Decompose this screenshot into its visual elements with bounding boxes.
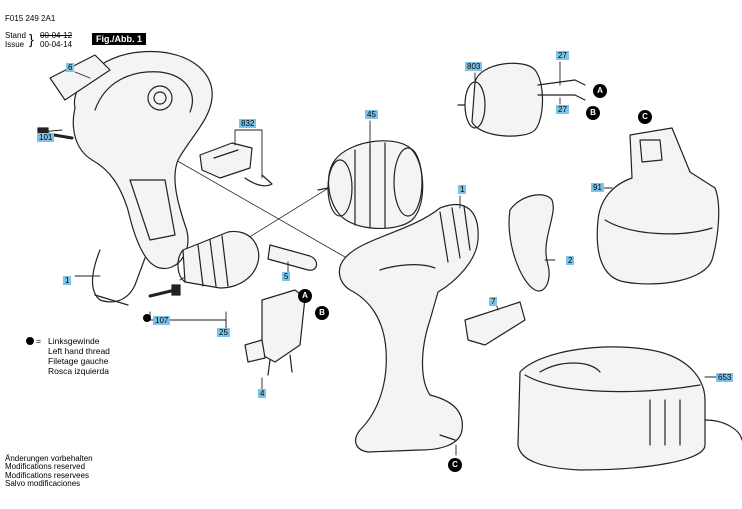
part-label-5: 5 bbox=[282, 272, 291, 281]
part-label-25: 25 bbox=[217, 328, 230, 337]
document-number: F015 249 2A1 bbox=[5, 14, 56, 23]
part-label-45: 45 bbox=[365, 110, 378, 119]
footer-line-fr: Modifications reservees bbox=[5, 470, 90, 480]
marker-a-switch: A bbox=[298, 289, 312, 303]
legend: = Linksgewinde Left hand thread Filetage… bbox=[26, 336, 110, 376]
part-label-1-right: 1 bbox=[458, 185, 467, 194]
part-label-27-bottom: 27 bbox=[556, 105, 569, 114]
gear-unit bbox=[317, 140, 424, 229]
new-date: 00-04-14 bbox=[40, 40, 73, 49]
legend-line-en: Left hand thread bbox=[48, 346, 110, 356]
left-thread-dot bbox=[143, 314, 151, 322]
part-label-1-left: 1 bbox=[63, 276, 72, 285]
footer-notes: Änderungen vorbehalten Modifications res… bbox=[5, 454, 93, 489]
marker-b-motor: B bbox=[586, 106, 600, 120]
legend-equals: = bbox=[36, 336, 41, 346]
part-label-7: 7 bbox=[489, 297, 498, 306]
stand-label: Stand bbox=[5, 31, 26, 40]
marker-a-motor: A bbox=[593, 84, 607, 98]
brace-symbol: } bbox=[29, 31, 34, 47]
part-label-107: 107 bbox=[153, 316, 171, 325]
footer-line-de: Änderungen vorbehalten bbox=[5, 454, 93, 463]
leader-lines bbox=[39, 61, 719, 456]
issue-label: Issue bbox=[5, 40, 25, 49]
legend-line-de: Linksgewinde bbox=[48, 336, 100, 346]
marker-c-housing: C bbox=[448, 458, 462, 472]
switch-cover bbox=[199, 142, 273, 187]
motor bbox=[457, 62, 586, 137]
spindle-lock bbox=[267, 244, 318, 271]
left-housing-half bbox=[72, 50, 213, 306]
footer-line-en: Modifications reserved bbox=[5, 462, 86, 472]
legend-line-es: Rosca izquierda bbox=[48, 366, 109, 376]
drill-chuck bbox=[148, 230, 260, 298]
grip-pad bbox=[49, 54, 111, 101]
part-label-91: 91 bbox=[591, 183, 604, 192]
marker-c-battery: C bbox=[638, 110, 652, 124]
right-housing-half bbox=[338, 203, 479, 453]
nameplate bbox=[464, 301, 526, 346]
marker-b-switch: B bbox=[315, 306, 329, 320]
part-label-832: 832 bbox=[239, 119, 257, 128]
part-label-6: 6 bbox=[66, 63, 75, 72]
footer-line-es: Salvo modificaciones bbox=[5, 479, 81, 489]
part-label-653: 653 bbox=[716, 373, 734, 382]
part-label-27-top: 27 bbox=[556, 51, 569, 60]
part-label-101: 101 bbox=[37, 133, 55, 142]
legend-dot-icon bbox=[26, 337, 34, 345]
old-date: 00-04-12 bbox=[40, 31, 73, 40]
charger bbox=[517, 346, 742, 471]
battery-pack bbox=[596, 127, 720, 285]
part-label-2: 2 bbox=[566, 256, 575, 265]
switch-unit bbox=[244, 289, 306, 376]
part-label-4: 4 bbox=[258, 389, 267, 398]
figure-label: Fig./Abb. 1 bbox=[92, 33, 146, 45]
side-trim bbox=[508, 194, 554, 292]
part-label-803: 803 bbox=[465, 62, 483, 71]
legend-line-fr: Filetage gauche bbox=[48, 356, 109, 366]
